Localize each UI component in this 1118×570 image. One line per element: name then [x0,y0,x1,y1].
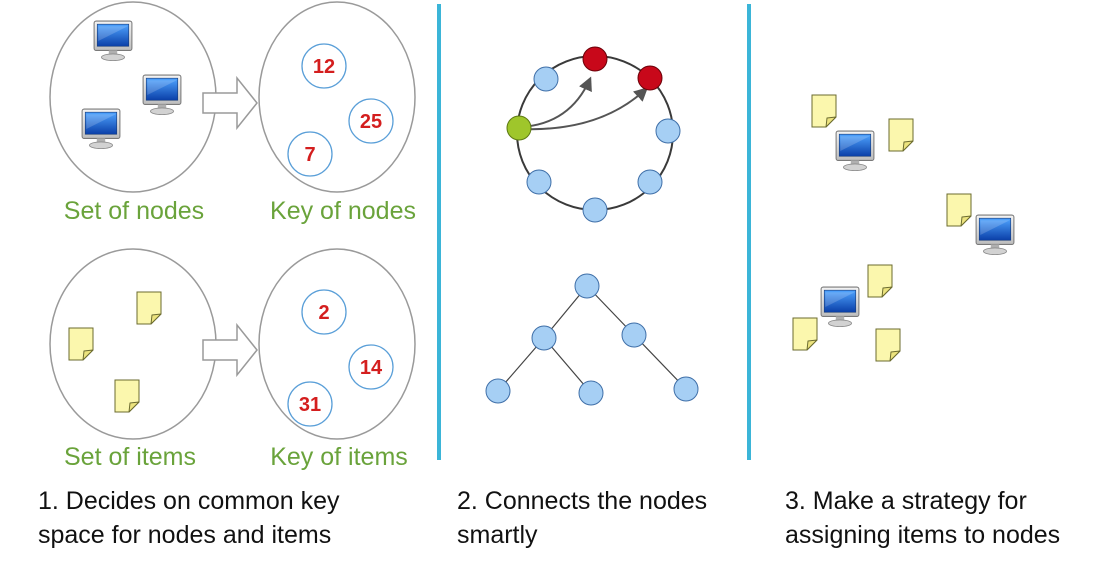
item-key-circle [301,289,347,335]
panel2-caption: 2. Connects the nodes smartly [457,484,707,552]
panel3-caption-line2: assigning items to nodes [785,521,1061,549]
ring-start-node [506,115,532,141]
item-key-value: 2 [318,302,329,324]
tree-node [531,325,557,351]
document-icon [888,118,914,152]
node-key-circle [287,131,333,177]
item-key-circle [348,344,394,390]
ring-node [526,169,552,195]
block-arrow-icon [202,75,258,131]
ring-node [582,197,608,223]
divider-right [747,4,751,460]
ring-topology [506,46,681,223]
panel1-caption: 1. Decides on common key space for nodes… [38,484,340,552]
computer-icon [835,130,875,172]
item-key-value: 31 [299,394,321,416]
node-key-value: 25 [360,111,382,133]
items-key-label: Key of items [270,443,408,471]
node-key-circle [301,43,347,89]
item-key-circle [287,381,333,427]
divider-left [437,4,441,460]
node-key-value: 7 [304,144,315,166]
ring-node [637,169,663,195]
panel2-caption-line1: 2. Connects the nodes [457,487,708,515]
panel2-caption-line2: smartly [457,521,538,549]
document-icon [136,291,162,325]
computer-icon [975,214,1015,256]
tree-node [673,376,699,402]
finger-arrow [520,87,649,131]
document-icon [792,317,818,351]
tree-node [574,273,600,299]
panel3-caption-line1: 3. Make a strategy for [785,487,1027,515]
nodes-key-label: Key of nodes [270,197,416,225]
document-icon [946,193,972,227]
panel3-caption: 3. Make a strategy for assigning items t… [785,484,1060,552]
node-key-value: 12 [313,56,335,78]
panel1-caption-line1: 1. Decides on common key [38,487,340,515]
nodes-set-label: Set of nodes [64,197,204,225]
nodes-key-ellipse [258,1,416,193]
document-icon [68,327,94,361]
assignment-scatter [792,94,1015,362]
panel1-nodes-row: Set of nodes 12 25 7 Key of nodes [49,1,416,225]
nodes-set-ellipse [49,1,217,193]
ring-node [533,66,559,92]
ring-target-node [582,46,608,72]
computer-icon [820,286,860,328]
ring-node [655,118,681,144]
node-key-circle [348,98,394,144]
ring-target-node [637,65,663,91]
document-icon [867,264,893,298]
item-key-value: 14 [360,357,383,379]
computer-icon [81,108,121,150]
tree-node [485,378,511,404]
block-arrow-icon [202,322,258,378]
panel1-caption-line2: space for nodes and items [38,521,332,549]
document-icon [114,379,140,413]
panel1-items-row: Set of items 2 14 31 Key of items [49,248,416,471]
items-key-ellipse [258,248,416,440]
computer-icon [142,74,182,116]
tree-topology [485,273,699,406]
document-icon [875,328,901,362]
tree-node [578,380,604,406]
computer-icon [93,20,133,62]
tree-node [621,322,647,348]
items-set-label: Set of items [64,443,196,471]
document-icon [811,94,837,128]
